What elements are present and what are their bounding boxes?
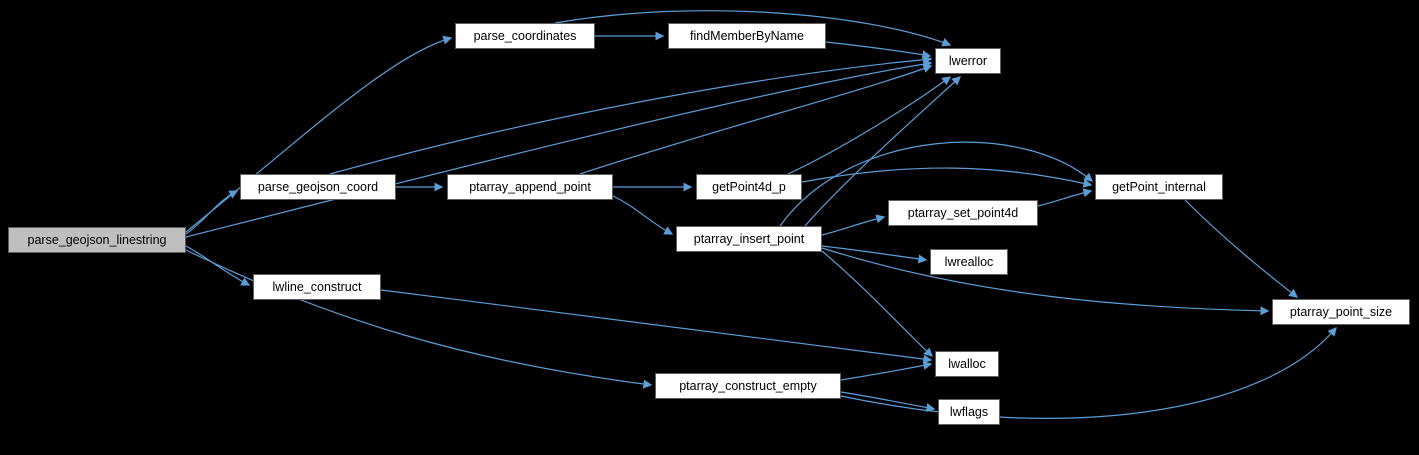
node-parse_coordinates[interactable]: parse_coordinates xyxy=(455,23,595,49)
edge-ptarray_construct_empty-to-lwalloc xyxy=(840,361,933,381)
node-findMemberByName[interactable]: findMemberByName xyxy=(668,23,826,49)
node-getPoint_internal[interactable]: getPoint_internal xyxy=(1095,174,1223,200)
node-lwline_construct[interactable]: lwline_construct xyxy=(253,274,381,300)
edge-ptarray_insert_point-to-ptarray_set_point4d xyxy=(821,214,886,236)
edge-ptarray_set_point4d-to-getPoint_internal xyxy=(1037,188,1093,207)
edge-parse_geojson_linestring-to-parse_geojson_coord xyxy=(185,190,239,235)
node-lwflags[interactable]: lwflags xyxy=(938,399,1000,425)
node-ptarray_append_point[interactable]: ptarray_append_point xyxy=(447,174,613,200)
edge-findMemberByName-to-lwerror xyxy=(825,41,932,60)
node-ptarray_point_size[interactable]: ptarray_point_size xyxy=(1272,299,1410,325)
edge-parse_coordinates-to-lwerror xyxy=(554,10,952,47)
node-getPoint4d_p[interactable]: getPoint4d_p xyxy=(696,174,802,200)
edge-ptarray_insert_point-to-lwalloc xyxy=(821,250,933,357)
node-lwrealloc[interactable]: lwrealloc xyxy=(930,249,1008,275)
node-ptarray_construct_empty[interactable]: ptarray_construct_empty xyxy=(655,373,841,399)
edge-lwline_construct-to-lwalloc xyxy=(380,289,933,364)
edge-getPoint_internal-to-ptarray_point_size xyxy=(1184,199,1299,298)
node-parse_geojson_linestring: parse_geojson_linestring xyxy=(8,227,186,253)
node-ptarray_set_point4d[interactable]: ptarray_set_point4d xyxy=(888,200,1038,226)
edge-getPoint4d_p-to-lwerror xyxy=(787,76,952,175)
edge-parse_geojson_linestring-to-lwerror xyxy=(185,59,933,238)
edge-ptarray_insert_point-to-getPoint_internal xyxy=(779,141,1094,227)
node-lwalloc[interactable]: lwalloc xyxy=(935,351,999,377)
edge-ptarray_insert_point-to-lwerror xyxy=(804,76,961,227)
edge-ptarray_insert_point-to-lwrealloc xyxy=(821,245,928,264)
edge-ptarray_insert_point-to-ptarray_point_size xyxy=(821,247,1270,316)
edge-ptarray_construct_empty-to-lwflags xyxy=(840,391,936,413)
edge-ptarray_append_point-to-ptarray_insert_point xyxy=(612,195,674,235)
edge-parse_geojson_linestring-to-lwline_construct xyxy=(185,245,251,286)
node-parse_geojson_coord[interactable]: parse_geojson_coord xyxy=(240,174,396,200)
edge-parse_geojson_coord-to-lwerror xyxy=(329,55,933,175)
node-lwerror[interactable]: lwerror xyxy=(935,48,1001,74)
edge-ptarray_append_point-to-lwerror xyxy=(579,64,933,175)
node-ptarray_insert_point[interactable]: ptarray_insert_point xyxy=(676,226,822,252)
edge-getPoint4d_p-to-getPoint_internal xyxy=(801,167,1093,188)
edge-ptarray_construct_empty-to-ptarray_point_size xyxy=(840,326,1337,419)
edge-parse_geojson_linestring-to-ptarray_construct_empty xyxy=(185,249,653,389)
